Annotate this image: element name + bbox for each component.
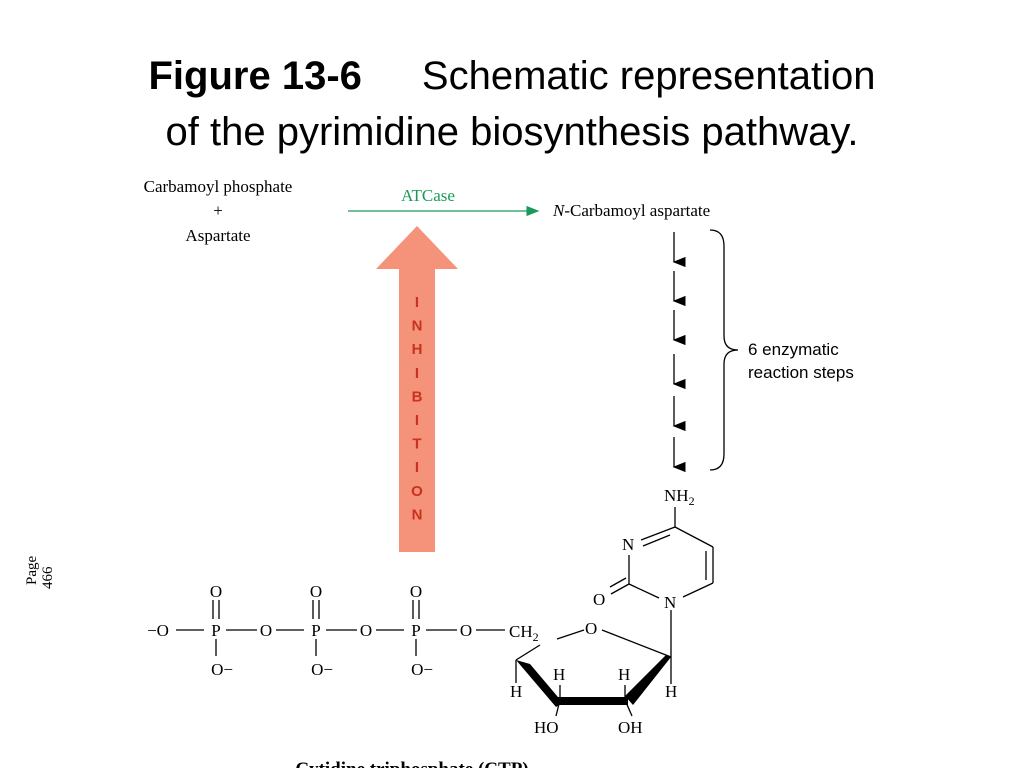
inhibition-letter: O bbox=[411, 483, 423, 500]
enzyme-label-atcase: ATCase bbox=[401, 186, 455, 205]
steps-note-line-1: 6 enzymatic bbox=[748, 340, 839, 359]
ribose-bond-right-bold bbox=[625, 655, 671, 705]
top-oxygen-3: O bbox=[410, 582, 422, 601]
phosphorus-beta: P bbox=[311, 621, 320, 640]
inhibition-letter: T bbox=[412, 436, 421, 453]
steps-brace bbox=[709, 229, 739, 471]
reactant-aspartate: Aspartate bbox=[185, 226, 250, 245]
inhibition-arrow bbox=[376, 226, 458, 552]
bridge-oxygen-3: O bbox=[460, 621, 472, 640]
hydroxyl-3: HO bbox=[534, 718, 559, 737]
phosphorus-alpha: P bbox=[411, 621, 420, 640]
title-line-2: of the pyrimidine biosynthesis pathway. bbox=[165, 110, 859, 154]
inhibition-letter: N bbox=[412, 506, 423, 523]
inhibition-letter: B bbox=[412, 388, 423, 405]
inhibition-letter: I bbox=[415, 294, 419, 311]
bottom-oxygen-1: O− bbox=[211, 660, 233, 679]
steps-note-line-2: reaction steps bbox=[748, 363, 854, 382]
hydrogen-c2: H bbox=[618, 665, 630, 684]
inhibition-letter: I bbox=[415, 459, 419, 476]
top-oxygen-1: O bbox=[210, 582, 222, 601]
amino-group: NH2 bbox=[664, 486, 695, 508]
triphosphate-chain bbox=[176, 600, 505, 656]
carbonyl-oxygen: O bbox=[593, 590, 605, 609]
cytosine-ring bbox=[609, 507, 714, 657]
bottom-oxygen-3: O− bbox=[411, 660, 433, 679]
reactant-carbamoyl-phosphate: Carbamoyl phosphate bbox=[144, 177, 293, 196]
ribose-bond-left-bold bbox=[516, 660, 563, 707]
inhibition-letter: I bbox=[415, 365, 419, 382]
ring-nitrogen-3: N bbox=[622, 535, 634, 554]
slide-title: Figure 13-6 Schematic representation of t… bbox=[0, 48, 1024, 160]
figure-label: Figure 13-6 bbox=[148, 54, 362, 98]
ctp-caption: Cytidine triphosphate (CTP) bbox=[295, 759, 528, 768]
inhibition-letter: I bbox=[415, 412, 419, 429]
title-line-1: Schematic representation bbox=[421, 54, 876, 98]
inhibition-letter: N bbox=[412, 318, 423, 335]
ribose-ring bbox=[515, 629, 672, 717]
plus-sign: + bbox=[213, 201, 223, 220]
bottom-oxygen-2: O− bbox=[311, 660, 333, 679]
top-oxygen-2: O bbox=[310, 582, 322, 601]
terminal-oxygen: −O bbox=[147, 621, 169, 640]
ribose-bond-bottom-bold bbox=[558, 697, 628, 705]
bridge-oxygen-1: O bbox=[260, 621, 272, 640]
bridge-oxygen-2: O bbox=[360, 621, 372, 640]
ring-nitrogen-1: N bbox=[664, 593, 676, 612]
hydrogen-c1: H bbox=[665, 682, 677, 701]
inhibition-letter: H bbox=[412, 341, 423, 358]
ring-oxygen: O bbox=[585, 619, 597, 638]
hydrogen-c4: H bbox=[510, 682, 522, 701]
product-n-carbamoyl-aspartate: N-Carbamoyl aspartate bbox=[552, 201, 710, 220]
hydroxyl-2: OH bbox=[618, 718, 643, 737]
phosphorus-gamma: P bbox=[211, 621, 220, 640]
hydrogen-c3: H bbox=[553, 665, 565, 684]
ch2-group: CH2 bbox=[509, 622, 539, 644]
